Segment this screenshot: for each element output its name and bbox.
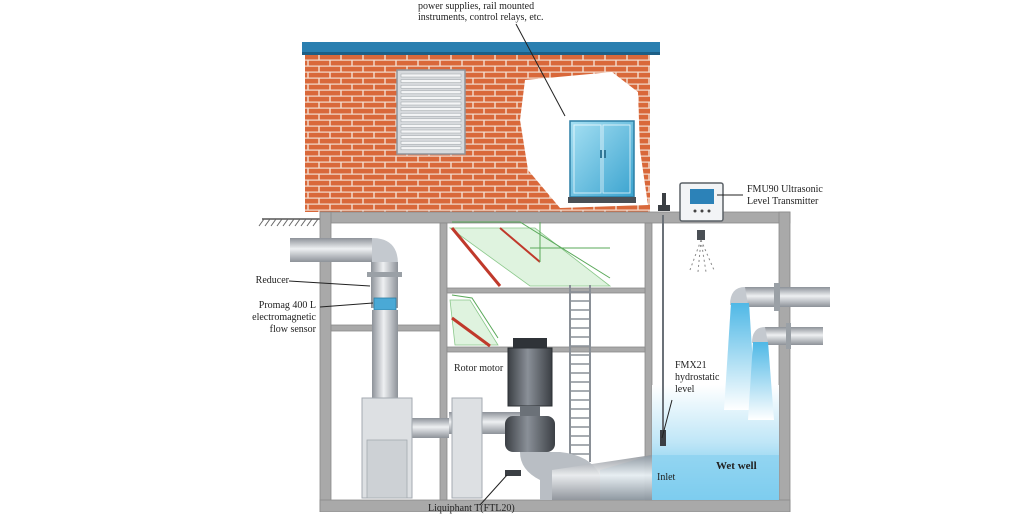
ground-hatch (288, 218, 295, 227)
liquiphant-switch (505, 470, 521, 476)
fmu90-transmitter (658, 182, 724, 222)
louvre-slat (400, 96, 462, 100)
roof (302, 42, 660, 53)
inlet-label: Inlet (657, 472, 676, 483)
louvre-slat (400, 79, 462, 83)
cabinet-label-line1: power supplies, rail mounted (418, 1, 535, 12)
louvre-slat (400, 107, 462, 111)
fmx-label-line2: hydrostatic (675, 372, 720, 383)
ground-hatch (270, 218, 277, 227)
rotor-motor-label: Rotor motor (454, 363, 504, 374)
rotor-motor (505, 338, 652, 500)
fmx-label-line1: FMX21 (675, 360, 707, 371)
reducer-label: Reducer (255, 275, 289, 286)
water-stream-lower (748, 342, 774, 420)
ground-hatch (276, 218, 283, 227)
ground-hatch (258, 218, 265, 227)
control-cabinet (568, 120, 636, 203)
louvre-slat (400, 124, 462, 128)
staircase-upper (448, 221, 612, 287)
ground-hatch (282, 218, 289, 227)
underground-walls (319, 211, 791, 512)
inflow-pipe-upper (730, 283, 830, 311)
ground-hatch (264, 218, 271, 227)
ground-hatch (312, 218, 319, 227)
pump-housing-left (361, 397, 483, 499)
ground-hatch (300, 218, 307, 227)
promag-label-line3: flow sensor (269, 324, 316, 335)
louvre-slat (400, 112, 462, 117)
fmu-label-line1: FMU90 Ultrasonic (747, 184, 823, 195)
louvre-slat (400, 135, 462, 139)
ground-line (258, 218, 322, 227)
fmx21-sensor (660, 215, 666, 446)
louvre-slat (400, 90, 462, 95)
wet-well-label: Wet well (716, 460, 757, 472)
louvre-slat (400, 146, 462, 151)
louvre-slat (400, 101, 462, 106)
louvre-slat (400, 118, 462, 123)
louvre-vent (396, 69, 466, 155)
ultrasonic-sensor (689, 230, 715, 273)
staircase-lower (449, 294, 499, 348)
louvre-slat (400, 84, 462, 89)
louvre-slat (400, 140, 462, 145)
fmu-label-line2: Level Transmitter (747, 196, 819, 207)
cabinet-label-line2: instruments, control relays, etc. (418, 12, 544, 23)
promag-label-line2: electromagnetic (252, 312, 316, 323)
inflow-pipe-lower (752, 323, 823, 349)
ground-hatch (294, 218, 301, 227)
water-stream-upper (724, 303, 756, 410)
promag-label-line1: Promag 400 L (258, 300, 316, 311)
liquiphant-label: Liquiphant T(FTL20) (428, 503, 515, 514)
ground-hatch (306, 218, 313, 227)
louvre-slat (400, 73, 462, 78)
leader-lines (288, 23, 743, 506)
fmx-label-line3: level (675, 384, 695, 395)
louvre-slat (400, 129, 462, 134)
ladder (569, 285, 591, 462)
